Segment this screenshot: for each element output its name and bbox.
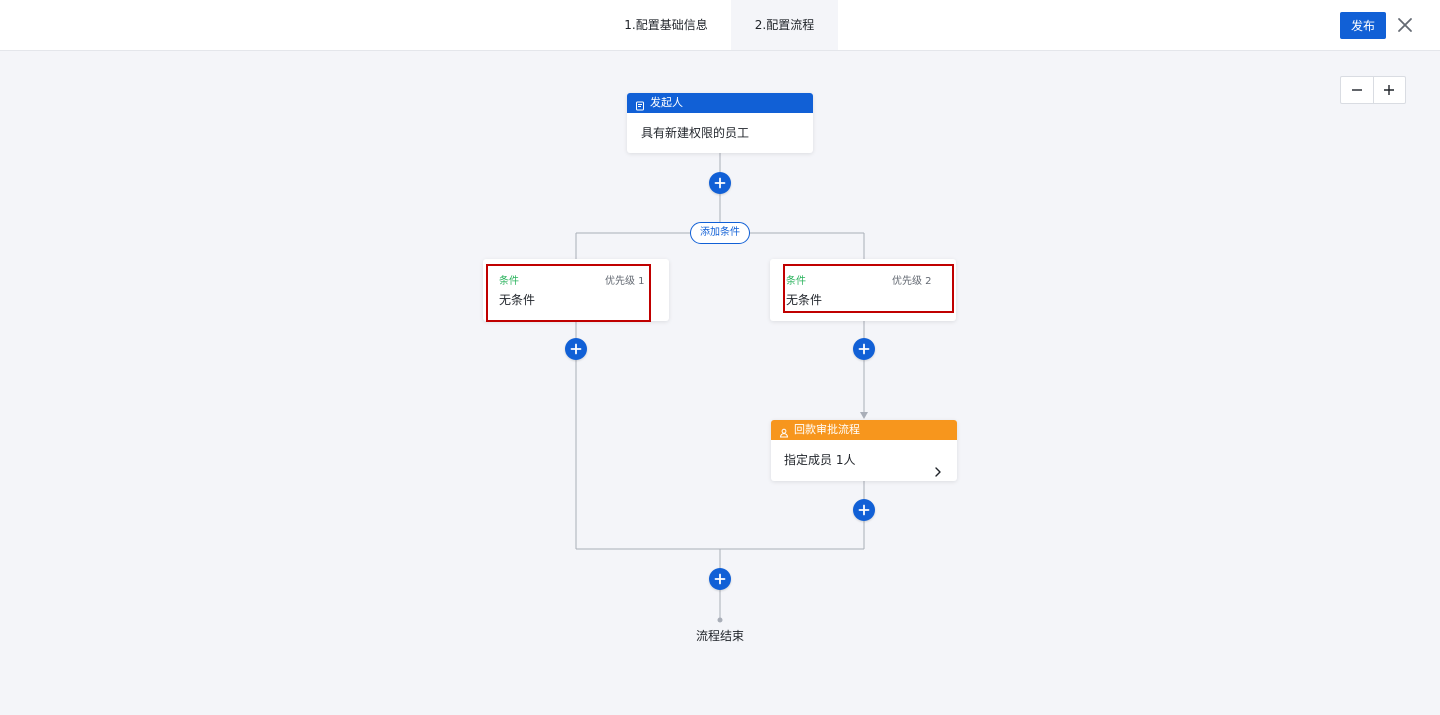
approval-node-header: 回款审批流程	[771, 420, 957, 440]
minus-icon	[1351, 89, 1362, 91]
start-node-card[interactable]: 发起人 具有新建权限的员工	[627, 93, 813, 153]
publish-button[interactable]: 发布	[1340, 12, 1386, 39]
condition-card-2[interactable]: 条件 优先级 2 无条件	[770, 259, 956, 321]
tab-basic-info[interactable]: 1.配置基础信息	[624, 18, 708, 32]
arrow-down-icon	[860, 412, 868, 419]
flow-end-label: 流程结束	[695, 629, 744, 643]
approval-node-card[interactable]: 回款审批流程 指定成员 1人	[771, 420, 957, 481]
end-dot	[717, 617, 723, 623]
plus-icon	[714, 177, 726, 189]
condition-card-1[interactable]: 条件 优先级 1 无条件	[483, 259, 669, 322]
add-node-button-right-branch[interactable]	[853, 338, 875, 360]
plus-icon	[1384, 85, 1395, 95]
plus-icon	[714, 573, 726, 585]
form-icon	[635, 98, 645, 111]
zoom-control	[1340, 76, 1406, 104]
zoom-out-button[interactable]	[1341, 77, 1373, 103]
approval-node-title: 回款审批流程	[794, 423, 860, 436]
condition-highlight-frame	[783, 264, 954, 313]
close-icon[interactable]	[1395, 15, 1415, 35]
condition-value: 无条件	[499, 293, 536, 307]
add-node-button-after-branch[interactable]	[709, 568, 731, 590]
approval-node-assignee: 指定成员 1人	[784, 453, 856, 467]
top-bar: 1.配置基础信息 2.配置流程 发布	[0, 0, 1440, 51]
plus-icon	[570, 343, 582, 355]
condition-highlight-frame	[486, 264, 651, 322]
add-node-button-after-approval[interactable]	[853, 499, 875, 521]
start-node-body: 具有新建权限的员工	[641, 126, 750, 140]
plus-icon	[858, 504, 870, 516]
start-node-title: 发起人	[650, 96, 683, 109]
condition-priority: 优先级 2	[892, 276, 932, 287]
condition-title: 条件	[786, 276, 806, 287]
add-condition-button[interactable]: 添加条件	[690, 222, 750, 244]
chevron-right-icon	[933, 454, 943, 477]
condition-title: 条件	[499, 276, 519, 287]
user-icon	[779, 425, 789, 438]
zoom-in-button[interactable]	[1372, 77, 1405, 103]
tab-process-config[interactable]: 2.配置流程	[731, 0, 838, 50]
add-node-button-left-branch[interactable]	[565, 338, 587, 360]
approval-node-body: 指定成员 1人	[771, 440, 957, 481]
condition-priority: 优先级 1	[605, 276, 645, 287]
plus-icon	[858, 343, 870, 355]
add-node-button-after-start[interactable]	[709, 172, 731, 194]
condition-value: 无条件	[786, 293, 823, 307]
start-node-header: 发起人	[627, 93, 813, 113]
